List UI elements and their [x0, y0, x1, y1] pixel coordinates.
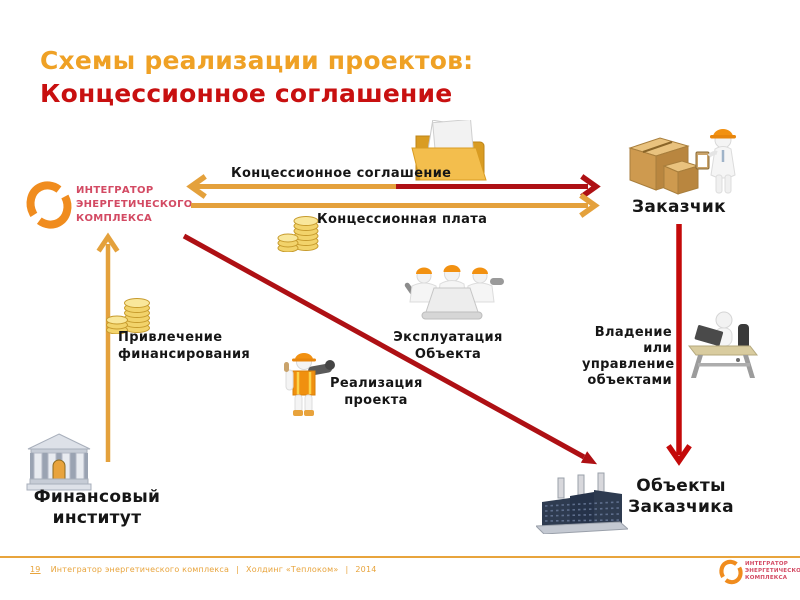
footer-logo-line3: КОМПЛЕКСА: [745, 575, 788, 581]
arrowhead-diagonal-red: [580, 451, 598, 465]
footer-separator: |: [236, 565, 240, 574]
company-logo-swoosh-icon: [26, 181, 72, 229]
worker-icon: [284, 353, 335, 416]
coins-fee-icon: [277, 216, 319, 252]
logo-line3: КОМПЛЕКСА: [76, 213, 153, 224]
footer-divider: [0, 556, 800, 558]
factory-icon: [536, 472, 628, 534]
footer-logo-line2: ЭНЕРГЕТИЧЕСКОГО: [745, 568, 800, 574]
workers-team-icon: [404, 265, 504, 320]
boxes-icon: [628, 137, 700, 195]
customer-person-icon: [695, 129, 736, 194]
logo-line1: ИНТЕГРАТОР: [76, 185, 154, 196]
arrowhead-up-gold: [96, 232, 120, 253]
folder-icon: [411, 120, 487, 181]
footer-logo-text: ИНТЕГРАТОР ЭНЕРГЕТИЧЕСКОГО КОМПЛЕКСА: [745, 561, 800, 582]
coins-financing-icon: [106, 298, 150, 334]
slide-title-line1: Схемы реализации проектов:: [40, 46, 474, 75]
label-concession-fee: Концессионная плата: [317, 212, 488, 227]
label-financing: Привлечение финансирования: [118, 330, 251, 362]
footer-logo-line1: ИНТЕГРАТОР: [745, 561, 788, 567]
arrowhead-right-red: [580, 174, 601, 199]
footer-logo-swoosh-icon: [719, 559, 743, 585]
footer-company: Интегратор энергетического комплекса: [50, 565, 230, 574]
label-implementation: Реализация проекта: [330, 376, 423, 408]
label-customer-facilities: Объекты Заказчика: [628, 476, 734, 517]
label-financial-institution: Финансовый институт: [33, 487, 161, 528]
arrowhead-left-gold: [186, 174, 207, 199]
label-operation: Эксплуатация Объекта: [393, 330, 503, 362]
footer-separator: |: [345, 565, 349, 574]
label-customer: Заказчик: [632, 197, 726, 217]
desk-person-icon: [687, 311, 759, 378]
label-concession-agreement: Концессионное соглашение: [231, 166, 452, 181]
slide-title-line2: Концессионное соглашение: [40, 79, 453, 108]
arrowhead-down-red: [666, 444, 692, 466]
company-logo-text: ИНТЕГРАТОР ЭНЕРГЕТИЧЕСКОГО КОМПЛЕКСА: [76, 184, 193, 226]
slide-title: Схемы реализации проектов: Концессионное…: [40, 44, 473, 110]
footer-holding: Холдинг «Теплоком»: [246, 565, 339, 574]
footer-year: 2014: [355, 565, 377, 574]
label-ownership: Владение или управление объектами: [582, 325, 675, 388]
footer: 19 Интегратор энергетического комплекса …: [30, 565, 377, 574]
logo-line2: ЭНЕРГЕТИЧЕСКОГО: [76, 199, 193, 210]
arrowhead-fee-gold: [579, 193, 600, 218]
page-number: 19: [30, 565, 41, 574]
bank-icon: [26, 433, 92, 491]
